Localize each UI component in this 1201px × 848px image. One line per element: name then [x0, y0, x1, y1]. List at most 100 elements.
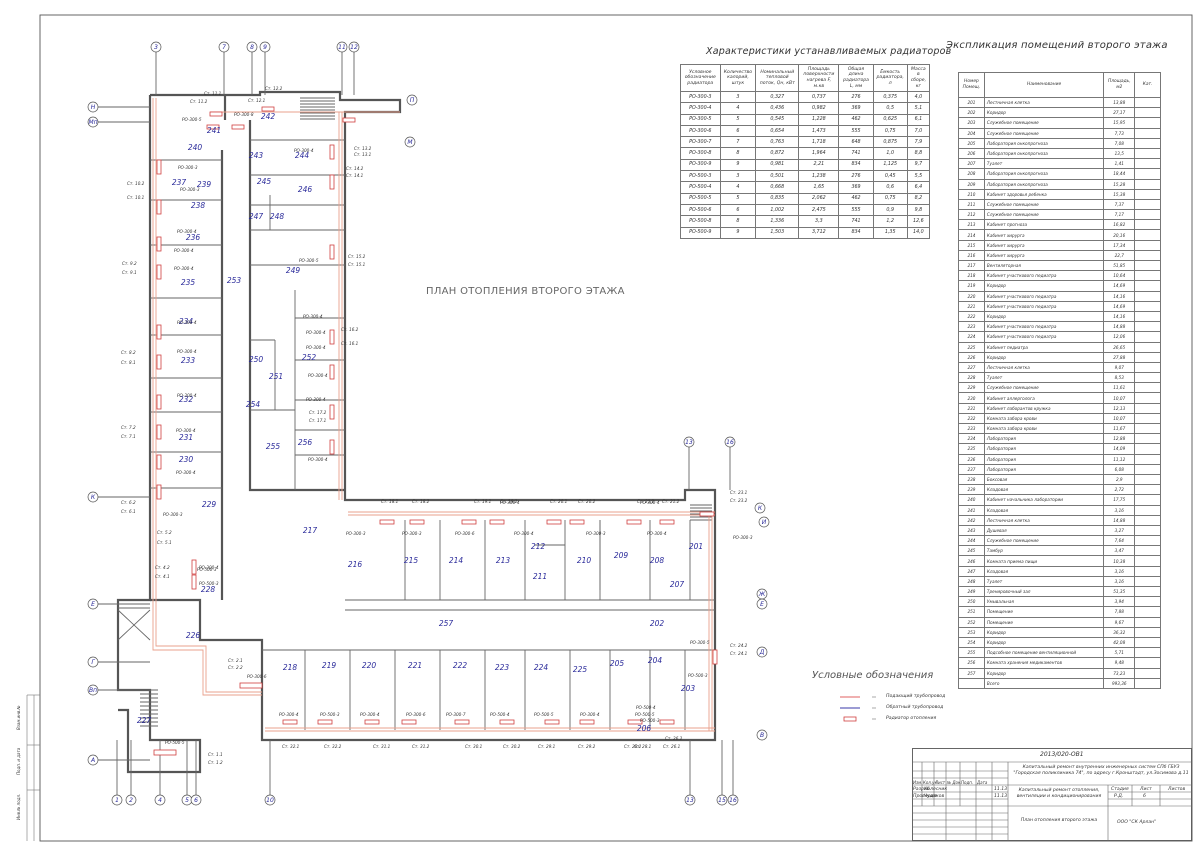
radiator-symbol — [544, 719, 560, 725]
explication-cell — [958, 677, 985, 689]
radiator-table-cell: 7 — [719, 136, 757, 149]
explication-cell: 14,88 — [1103, 321, 1136, 333]
plan-walls — [98, 52, 734, 795]
radiator-symbol — [626, 519, 642, 525]
wall — [150, 90, 717, 742]
radiator-table-cell: 741 — [838, 215, 874, 228]
explication-cell: 15,95 — [1103, 117, 1136, 129]
axis-label-bottom: 13 — [686, 797, 694, 804]
explication-cell — [1134, 412, 1161, 425]
axis-bubble — [756, 598, 768, 610]
radiator-symbol — [153, 749, 177, 756]
radiator-table-cell: 5,5 — [906, 170, 931, 183]
explication-cell: Душевая — [983, 524, 1105, 537]
explication-cell: Помещение — [983, 616, 1105, 628]
radiator-symbol — [239, 682, 263, 689]
radiator-table-cell: 14,0 — [906, 226, 931, 239]
radiator-table-cell: 0,5 — [872, 102, 908, 115]
stamp-header-cell: № Док. — [947, 780, 962, 785]
radiator-symbol — [156, 394, 162, 410]
stamp-date-1: 11.13 — [994, 787, 1008, 792]
radiator-symbol — [231, 124, 245, 130]
stamp-sheet-name: План отопления второго этажа — [1020, 818, 1098, 823]
explication-cell: 10,07 — [1103, 392, 1136, 404]
explication-cell — [1134, 585, 1161, 598]
axis-bubble — [758, 516, 770, 528]
radiator-table-cell: 3 — [719, 90, 757, 104]
explication-cell: Лестничная клетка — [983, 96, 1105, 109]
axis-label-right: М — [407, 139, 413, 146]
radiator-symbol — [627, 719, 643, 725]
radiator-table-cell: РО-500-9 — [680, 226, 721, 239]
explication-cell — [1134, 545, 1161, 557]
axis-bubble — [754, 502, 766, 514]
explication-cell: Кабинет аллерголога — [983, 392, 1105, 404]
axis-label-bottom: 15 — [718, 797, 726, 804]
axis-label-right: В — [760, 732, 764, 739]
explication-cell: 20,16 — [1103, 229, 1136, 241]
radiator-symbol — [699, 511, 715, 517]
plan-pipes — [152, 98, 715, 732]
explication-cell — [1134, 300, 1161, 312]
stamp-code: 2013/020-ОВ1 — [1040, 751, 1084, 758]
explication-cell: Туалет — [983, 158, 1105, 170]
explication-cell: Лестничная клетка — [983, 361, 1105, 374]
radiator-symbol — [317, 719, 333, 725]
radiator-table-cell: 8,2 — [906, 192, 931, 205]
radiator-table-title: Характеристики устанавливаемых радиаторо… — [706, 46, 952, 57]
explication-cell: 8,53 — [1103, 372, 1136, 384]
stamp-stage-label: Стадия — [1111, 787, 1129, 792]
explication-cell: Туалет — [983, 372, 1105, 384]
radiator-table-cell: 1,125 — [872, 158, 908, 172]
axis-bubble — [724, 436, 736, 448]
explication-cell — [1134, 290, 1161, 302]
radiator-table-cell: 0,75 — [872, 124, 908, 138]
explication-cell: 11,67 — [1103, 422, 1136, 435]
stamp-name-1: Колесник — [924, 787, 948, 792]
axis-label-right: И — [762, 519, 767, 526]
explication-cell: Служебное помещение — [983, 535, 1105, 547]
radiator-table-cell: 834 — [838, 158, 874, 172]
explication-cell — [1134, 616, 1161, 628]
explication-cell — [1134, 555, 1161, 567]
radiator-table-cell: 555 — [838, 124, 874, 138]
radiator-table-cell: 9,8 — [906, 203, 931, 217]
explication-cell: 256 — [958, 657, 985, 669]
explication-cell: Кабинет участкового педиатра — [983, 290, 1105, 302]
radiator-symbol — [659, 519, 675, 525]
radiator-table-cell: 2,21 — [798, 158, 840, 172]
explication-cell: 254 — [958, 636, 985, 649]
radiator-table-cell: 0,981 — [755, 158, 800, 172]
explication-cell — [1134, 107, 1161, 119]
radiator-table-cell: 4,0 — [906, 90, 931, 104]
title-block: 2013/020-ОВ1 Капитальный ремонт внутренн… — [912, 748, 1192, 841]
axis-label-left: Вп — [89, 687, 97, 694]
explication-cell — [1134, 117, 1161, 129]
radiator-table-header-cell: Ёмкость радиатора, л — [872, 64, 908, 92]
radiator-table-cell: 5 — [719, 113, 757, 126]
explication-cell: 217 — [958, 259, 985, 272]
legend-label: Подающий трубопровод — [886, 694, 946, 699]
radiator-table-cell: 1,238 — [798, 170, 840, 183]
explication-cell: 6,08 — [1103, 463, 1136, 475]
radiator-symbol — [282, 719, 298, 725]
explication-cell: 237 — [958, 463, 985, 475]
explication-cell: 10,07 — [1103, 412, 1136, 425]
radiator-symbol — [712, 649, 718, 665]
explication-cell: 231 — [958, 402, 985, 414]
explication-cell: 221 — [958, 300, 985, 312]
radiator-table-cell: 1,228 — [798, 113, 840, 126]
